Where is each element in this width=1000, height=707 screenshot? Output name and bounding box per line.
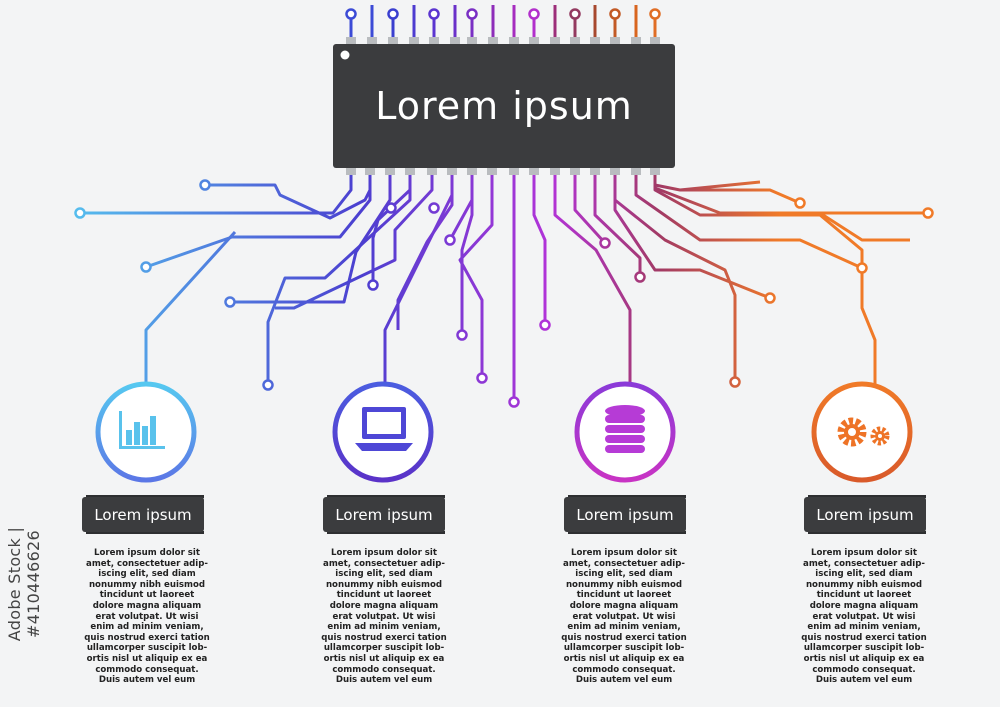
- label-chip-1: [82, 495, 204, 534]
- chip-pins-top: [86, 495, 204, 498]
- icon-circle-1: [95, 381, 197, 483]
- main-chip-bottom-pins: [346, 166, 660, 175]
- card-3-label: Lorem ipsum: [576, 506, 674, 524]
- stock-watermark-text: Adobe Stock | #410446626: [5, 526, 43, 642]
- circuit-traces: [80, 168, 928, 435]
- main-chip-body: [333, 44, 675, 168]
- gears-icon: [837, 417, 890, 447]
- trace-nodes: [74, 179, 934, 408]
- main-chip-title: Lorem ipsum: [375, 84, 633, 128]
- database-icon: [605, 405, 645, 453]
- main-chip-orientation-dot: [340, 50, 350, 60]
- card-2-label: Lorem ipsum: [335, 506, 433, 524]
- icon-circle-2: [332, 381, 434, 483]
- label-chip-2: [323, 495, 445, 534]
- main-chip: [333, 37, 675, 175]
- bar-chart-icon: [119, 411, 165, 449]
- stock-watermark: Adobe Stock | #410446626: [5, 470, 43, 690]
- icon-circle-4: [811, 381, 913, 483]
- chip-pins-bottom: [86, 531, 204, 534]
- card-4-label: Lorem ipsum: [816, 506, 914, 524]
- card-4-body: Lorem ipsum dolor sit amet, consectetuer…: [801, 548, 927, 686]
- card-1-body: Lorem ipsum dolor sit amet, consectetuer…: [84, 548, 210, 686]
- label-chip-3: [564, 495, 686, 534]
- icon-circle-3: [574, 381, 676, 483]
- top-pin-nodes: [345, 8, 661, 20]
- laptop-icon: [355, 407, 413, 451]
- label-chip-4: [804, 495, 926, 534]
- card-2-body: Lorem ipsum dolor sit amet, consectetuer…: [321, 548, 447, 686]
- main-chip-top-pins: [346, 37, 660, 46]
- card-3-body: Lorem ipsum dolor sit amet, consectetuer…: [561, 548, 687, 686]
- card-1-label: Lorem ipsum: [94, 506, 192, 524]
